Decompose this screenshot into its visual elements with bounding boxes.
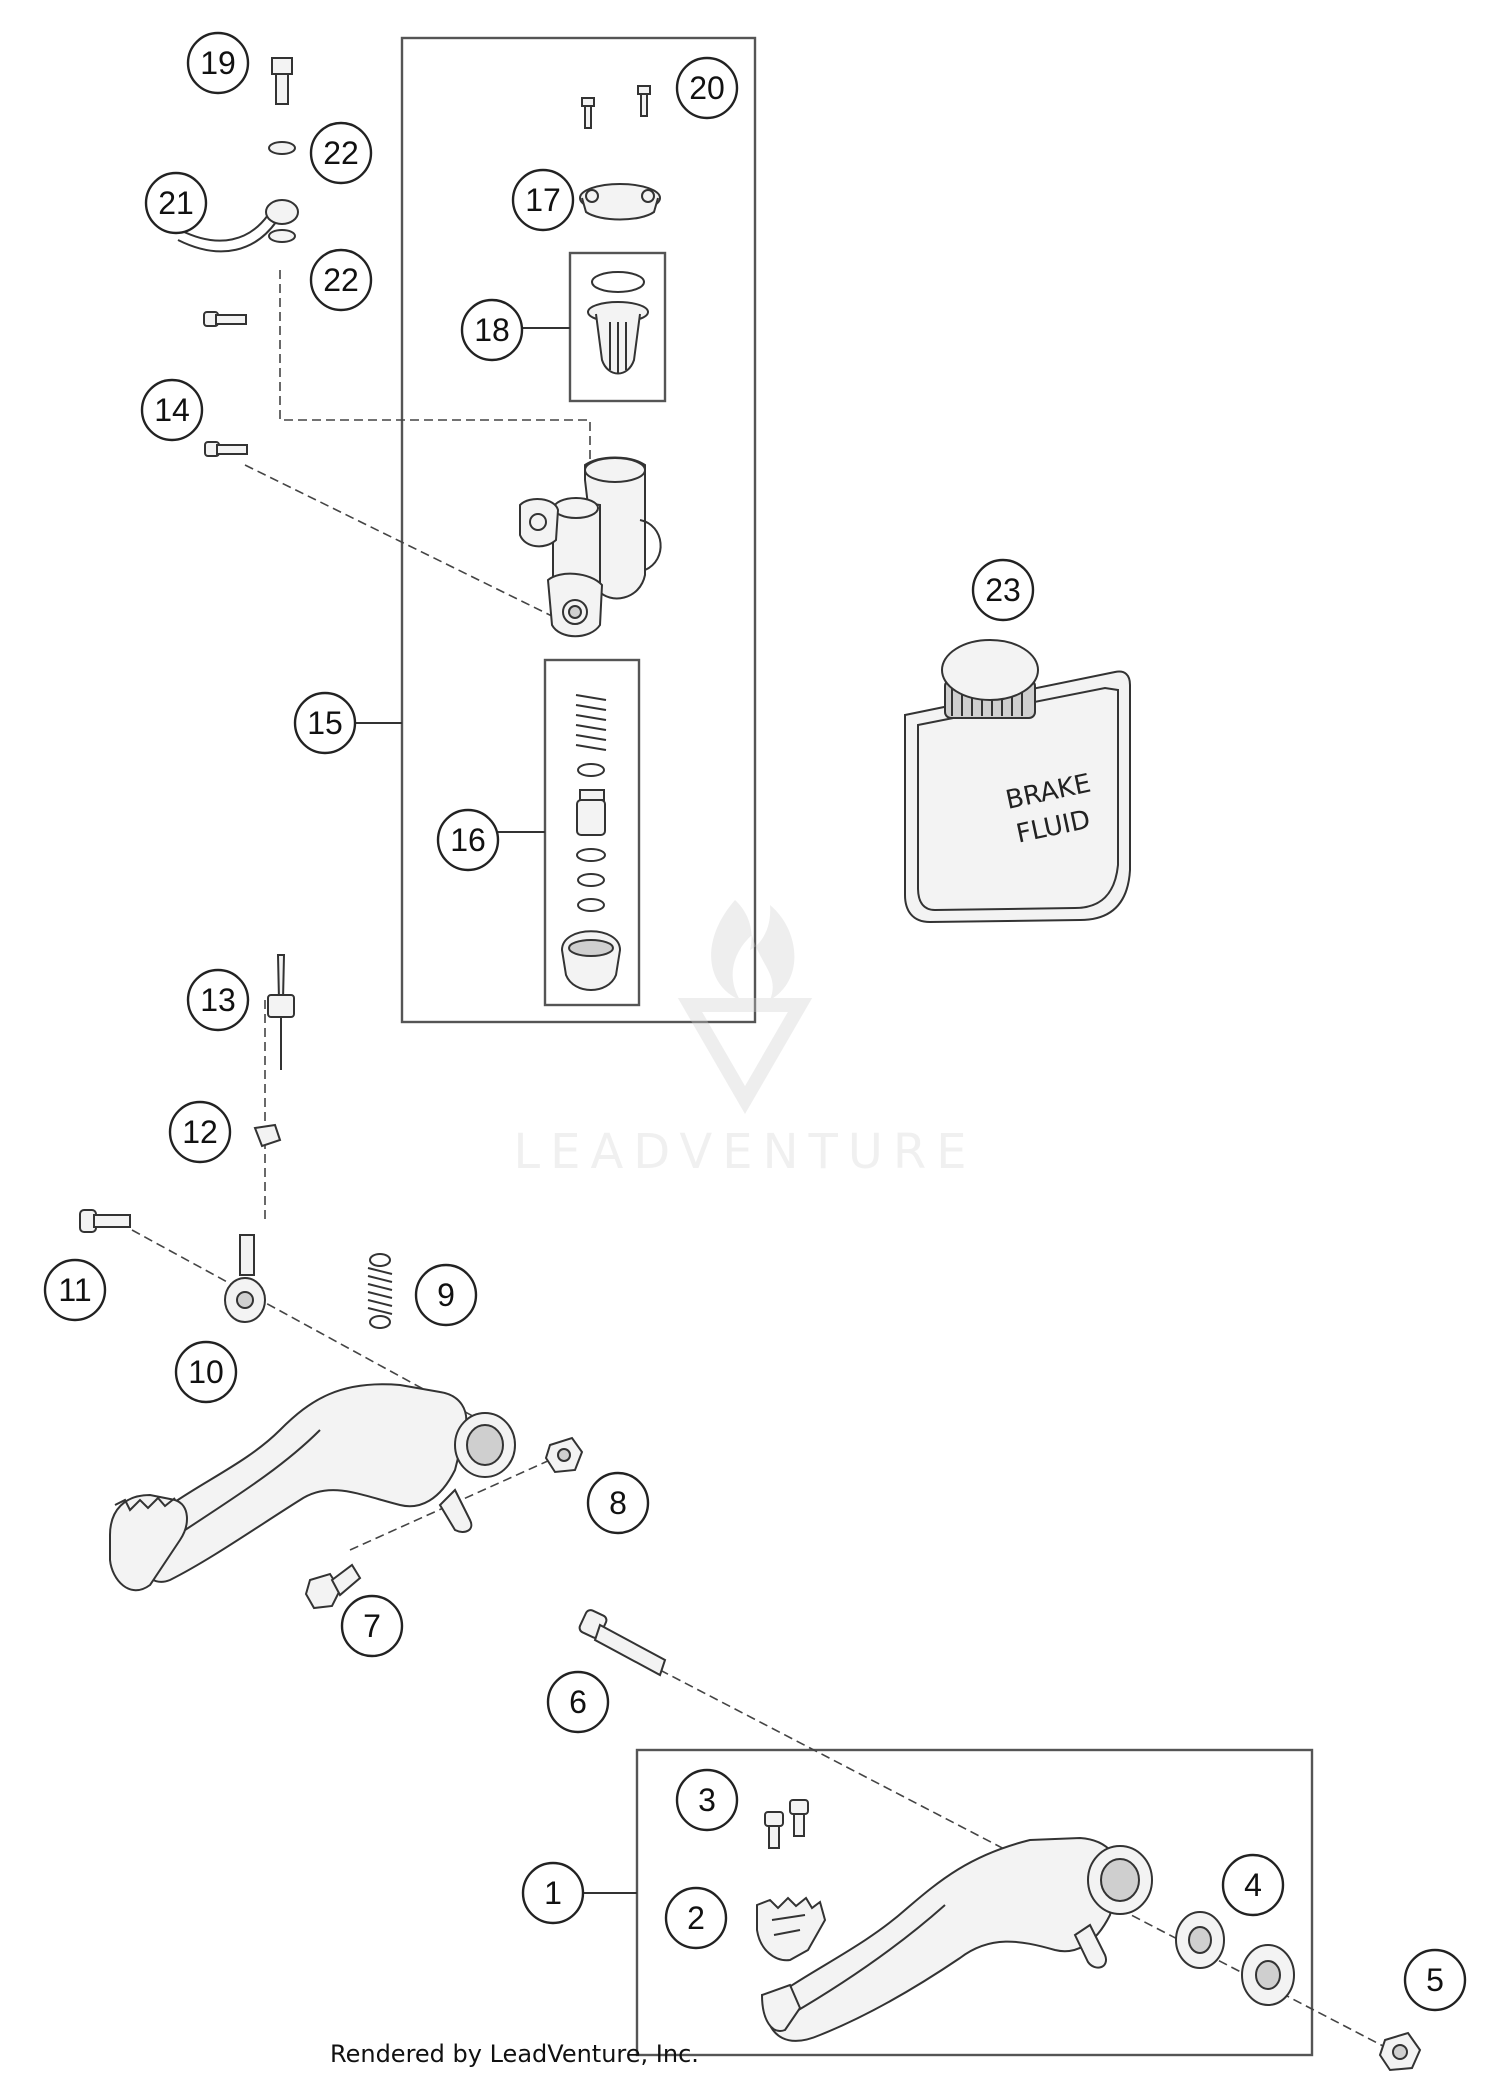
callout-14: 14 (140, 378, 204, 442)
callout-16: 16 (436, 808, 500, 872)
svg-text:21: 21 (158, 185, 194, 221)
callout-17: 17 (511, 168, 575, 232)
watermark-text: LEADVENTURE (513, 1124, 976, 1180)
callout-13: 13 (186, 968, 250, 1032)
svg-text:15: 15 (307, 705, 343, 741)
brake-pedal-1 (760, 1836, 1153, 2042)
bolt-7 (304, 1563, 362, 1610)
callout-18: 18 (460, 298, 524, 362)
svg-text:1: 1 (544, 1875, 562, 1911)
spring-9 (367, 1253, 393, 1329)
pin-11 (79, 1209, 131, 1233)
clevis-10 (224, 1234, 266, 1323)
svg-text:9: 9 (437, 1277, 455, 1313)
callout-22-bottom: 22 (309, 248, 373, 312)
svg-text:22: 22 (323, 262, 359, 298)
banjo-line (279, 270, 591, 470)
svg-text:19: 19 (200, 45, 236, 81)
bearings-4 (1175, 1911, 1295, 2006)
callout-21: 21 (144, 171, 208, 235)
leadventure-watermark: LEADVENTURE (513, 900, 976, 1180)
callout-19: 19 (186, 31, 250, 95)
brake-hose-21 (177, 199, 299, 253)
nut-5 (1378, 2031, 1422, 2072)
svg-text:11: 11 (58, 1272, 91, 1308)
svg-text:5: 5 (1426, 1962, 1444, 1998)
brake-pedal-assembled (109, 1383, 516, 1592)
callout-20: 20 (675, 56, 739, 120)
callout-12: 12 (168, 1100, 232, 1164)
callout-1: 1 (521, 1861, 585, 1925)
brake-fluid-bottle-23: BRAKE FLUID (904, 639, 1131, 924)
svg-text:10: 10 (188, 1354, 224, 1390)
repair-kit-16 (560, 694, 622, 991)
callout-6: 6 (546, 1670, 610, 1734)
pivot-bolt-6 (578, 1609, 667, 1677)
callout-15: 15 (293, 691, 357, 755)
reservoir-cap-17 (579, 183, 661, 221)
svg-text:7: 7 (363, 1608, 381, 1644)
washer-22-bottom (268, 229, 296, 243)
callout-2: 2 (664, 1886, 728, 1950)
nut-12 (253, 1123, 282, 1148)
master-cylinder-group-box (400, 36, 757, 1024)
svg-text:2: 2 (687, 1900, 705, 1936)
svg-text:16: 16 (450, 822, 486, 858)
svg-text:8: 8 (609, 1485, 627, 1521)
nut-8 (544, 1436, 584, 1474)
brake-pedal-kit-box (635, 1748, 1314, 2057)
pin-14-line (244, 464, 561, 621)
callout-3: 3 (675, 1768, 739, 1832)
svg-text:22: 22 (323, 135, 359, 171)
screws-20 (581, 85, 651, 129)
callout-11: 11 (43, 1258, 107, 1322)
pedal-tip-2 (756, 1896, 827, 1962)
svg-text:3: 3 (698, 1782, 716, 1818)
washer-22-top (268, 141, 296, 155)
callout-10: 10 (174, 1340, 238, 1404)
callout-7: 7 (340, 1594, 404, 1658)
callout-4: 4 (1221, 1853, 1285, 1917)
svg-text:14: 14 (154, 392, 190, 428)
svg-text:6: 6 (569, 1684, 587, 1720)
svg-text:12: 12 (182, 1114, 218, 1150)
svg-text:20: 20 (689, 70, 725, 106)
callout-22-top: 22 (309, 121, 373, 185)
svg-text:17: 17 (525, 182, 561, 218)
bolt-7-line (349, 1459, 551, 1551)
reservoir-18 (587, 271, 649, 375)
callout-23: 23 (971, 558, 1035, 622)
svg-text:23: 23 (985, 572, 1021, 608)
svg-text:18: 18 (474, 312, 510, 348)
master-cylinder-body (519, 456, 662, 638)
screws-3 (764, 1799, 809, 1849)
callout-9: 9 (414, 1263, 478, 1327)
svg-text:13: 13 (200, 982, 236, 1018)
svg-text:4: 4 (1244, 1867, 1262, 1903)
push-rod-13 (267, 954, 295, 1070)
callout-8: 8 (586, 1471, 650, 1535)
callout-5: 5 (1403, 1948, 1467, 2012)
bolt-19 (271, 57, 293, 105)
pins-14 (203, 311, 248, 457)
footer-credit: Rendered by LeadVenture, Inc. (330, 2040, 699, 2068)
